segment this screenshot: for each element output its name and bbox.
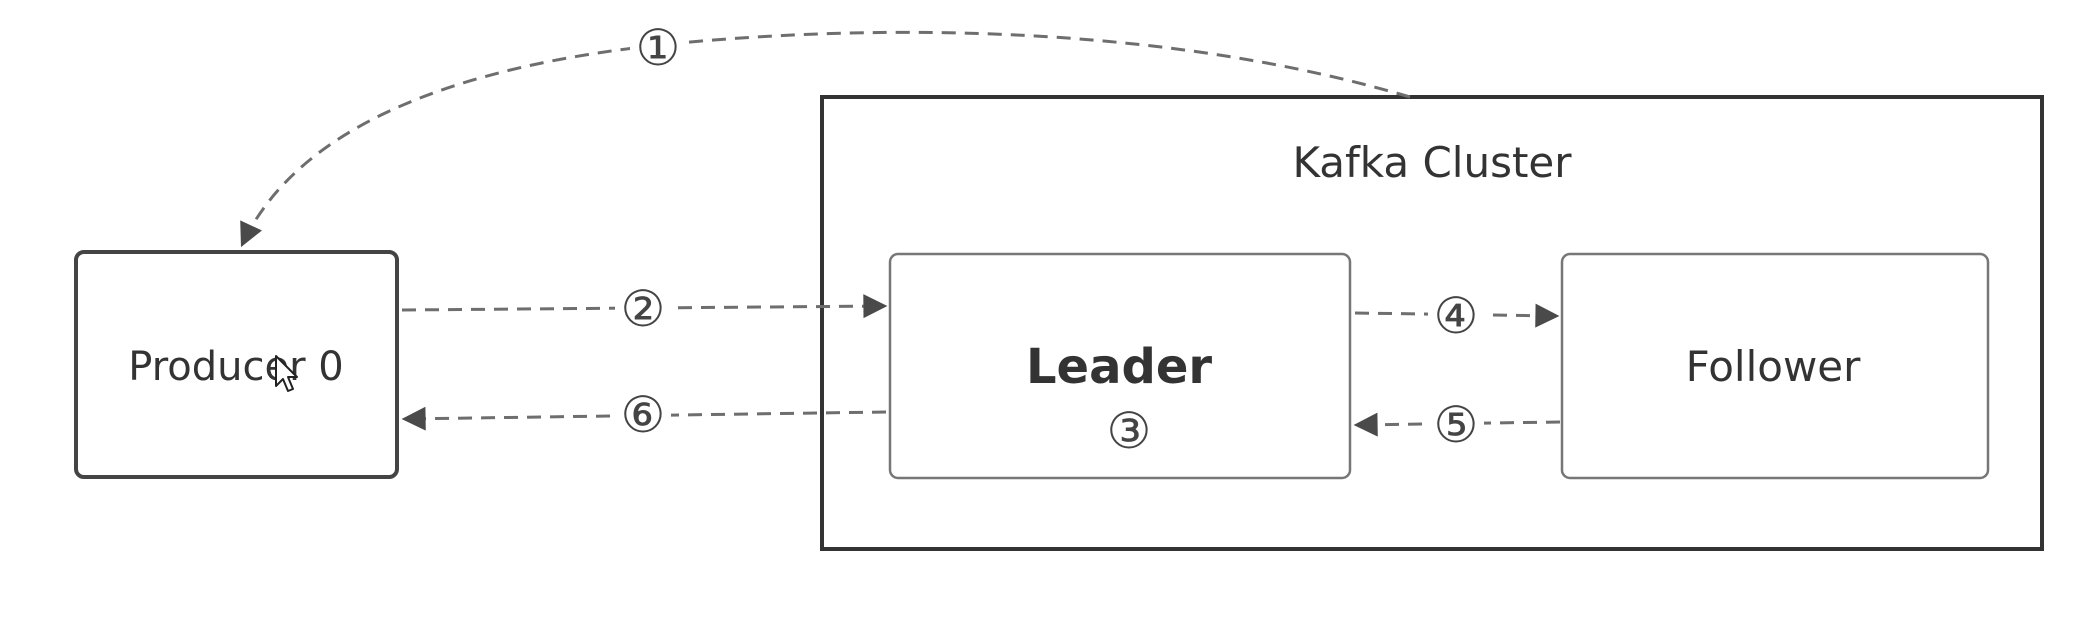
leader-label: Leader (1026, 339, 1212, 395)
step-5-label: ⑤ (1434, 396, 1479, 454)
step-6-bg (615, 387, 671, 443)
leader-box (888, 252, 1352, 480)
follower-label: Follower (1686, 342, 1862, 391)
producer-box (74, 250, 399, 479)
step-6-label: ⑥ (621, 386, 666, 444)
step-1-bg (630, 20, 686, 76)
step-4-label: ④ (1434, 287, 1479, 345)
step-2-label: ② (621, 280, 666, 338)
step-3-label: ③ (1107, 402, 1152, 460)
step-1-label: ① (636, 19, 681, 77)
step-5-bg (1428, 396, 1484, 452)
arrow-step-1 (240, 30, 1411, 248)
cluster-title: Kafka Cluster (1292, 138, 1572, 187)
kafka-cluster-box (820, 95, 2044, 551)
mouse-cursor-icon (275, 355, 298, 392)
follower-box (1560, 252, 1990, 480)
step-4-bg (1428, 288, 1484, 344)
step-2-bg (615, 280, 671, 336)
producer-label: Producer 0 (128, 344, 343, 390)
